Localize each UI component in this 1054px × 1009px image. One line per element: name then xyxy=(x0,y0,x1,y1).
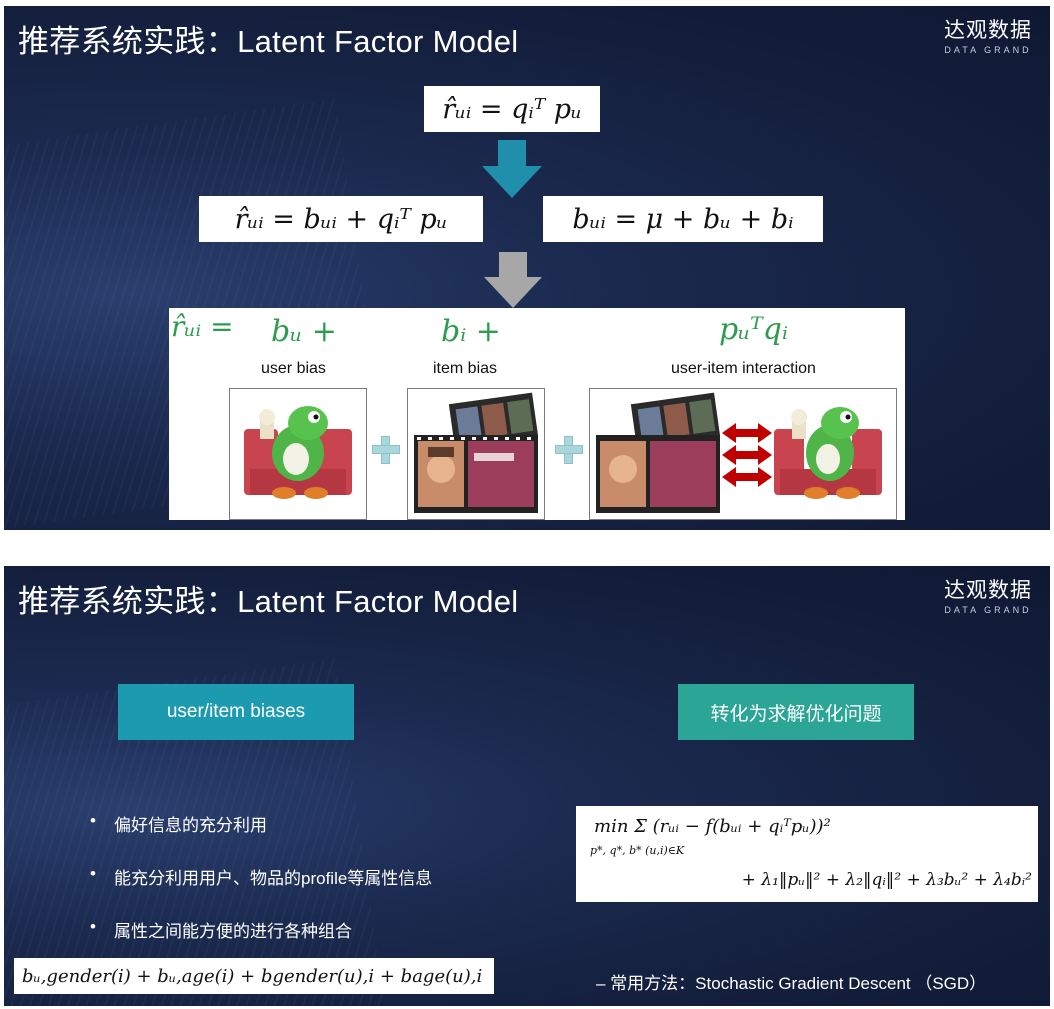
datagrand-logo: 达观数据 DATA GRAND xyxy=(944,14,1032,55)
optimization-formula: min Σ (rᵤᵢ − f(bᵤᵢ + qᵢᵀpᵤ))² p*, q*, b*… xyxy=(576,806,1038,902)
optimization-subscript: p*, q*, b* (u,i)∈K xyxy=(590,844,685,857)
bullet-list: 偏好信息的充分利用 能充分利用用户、物品的profile等属性信息 属性之间能方… xyxy=(50,811,432,970)
sgd-note: – 常用方法：Stochastic Gradient Descent （SGD） xyxy=(596,974,987,993)
datagrand-logo: 达观数据 DATA GRAND xyxy=(944,574,1032,615)
user-image-box xyxy=(229,388,367,520)
plus-icon xyxy=(555,436,583,464)
formula-with-bias: r̂ᵤᵢ = bᵤᵢ + qᵢᵀ pᵤ xyxy=(199,196,483,242)
user-item-interaction-icon xyxy=(596,392,882,513)
arrow-down-gray-icon xyxy=(484,252,542,308)
double-arrow-icon xyxy=(722,423,772,487)
slide-title: 推荐系统实践：Latent Factor Model xyxy=(18,584,519,619)
item-bias-term: bᵢ + xyxy=(441,314,501,349)
film-reel-icon xyxy=(414,392,539,513)
attribute-bias-formula: bᵤ,gender(i) + bᵤ,age(i) + bgender(u),i … xyxy=(14,958,494,994)
optimization-regularization: + λ₁‖pᵤ‖² + λ₂‖qᵢ‖² + λ₃bᵤ² + λ₄bᵢ² xyxy=(741,870,1032,890)
user-character-icon xyxy=(244,406,352,499)
formula-basic: r̂ᵤᵢ = qᵢᵀ pᵤ xyxy=(424,86,600,132)
user-bias-label: user bias xyxy=(261,360,326,377)
bullet-item: 属性之间能方便的进行各种组合 xyxy=(90,917,432,942)
badge-optimization: 转化为求解优化问题 xyxy=(678,684,914,740)
bias-components-panel: r̂ᵤᵢ = bᵤ + bᵢ + pᵤᵀqᵢ user bias item bi… xyxy=(169,308,905,520)
plus-icon xyxy=(372,436,400,464)
logo-cn: 达观数据 xyxy=(944,579,1032,602)
item-image-box xyxy=(407,388,545,520)
bullet-item: 偏好信息的充分利用 xyxy=(90,811,432,836)
rhat-term: r̂ᵤᵢ = xyxy=(171,310,234,343)
logo-en: DATA GRAND xyxy=(944,45,1032,55)
slide-latent-factor-1: 推荐系统实践：Latent Factor Model 达观数据 DATA GRA… xyxy=(4,6,1050,530)
slide-latent-factor-2: 推荐系统实践：Latent Factor Model 达观数据 DATA GRA… xyxy=(4,566,1050,1006)
formula-bias-decomposition: bᵤᵢ = μ + bᵤ + bᵢ xyxy=(543,196,823,242)
slide-title: 推荐系统实践：Latent Factor Model xyxy=(18,24,519,59)
user-bias-term: bᵤ + xyxy=(271,314,337,349)
interaction-image-box xyxy=(589,388,897,520)
bullet-item: 能充分利用用户、物品的profile等属性信息 xyxy=(90,864,432,889)
badge-user-item-biases: user/item biases xyxy=(118,684,354,740)
interaction-term: pᵤᵀqᵢ xyxy=(719,312,789,347)
logo-en: DATA GRAND xyxy=(944,605,1032,615)
logo-cn: 达观数据 xyxy=(944,19,1032,42)
interaction-label: user-item interaction xyxy=(671,360,816,377)
arrow-down-teal-icon xyxy=(482,140,542,198)
item-bias-label: item bias xyxy=(433,360,498,377)
optimization-min-line: min Σ (rᵤᵢ − f(bᵤᵢ + qᵢᵀpᵤ))² xyxy=(594,816,831,837)
